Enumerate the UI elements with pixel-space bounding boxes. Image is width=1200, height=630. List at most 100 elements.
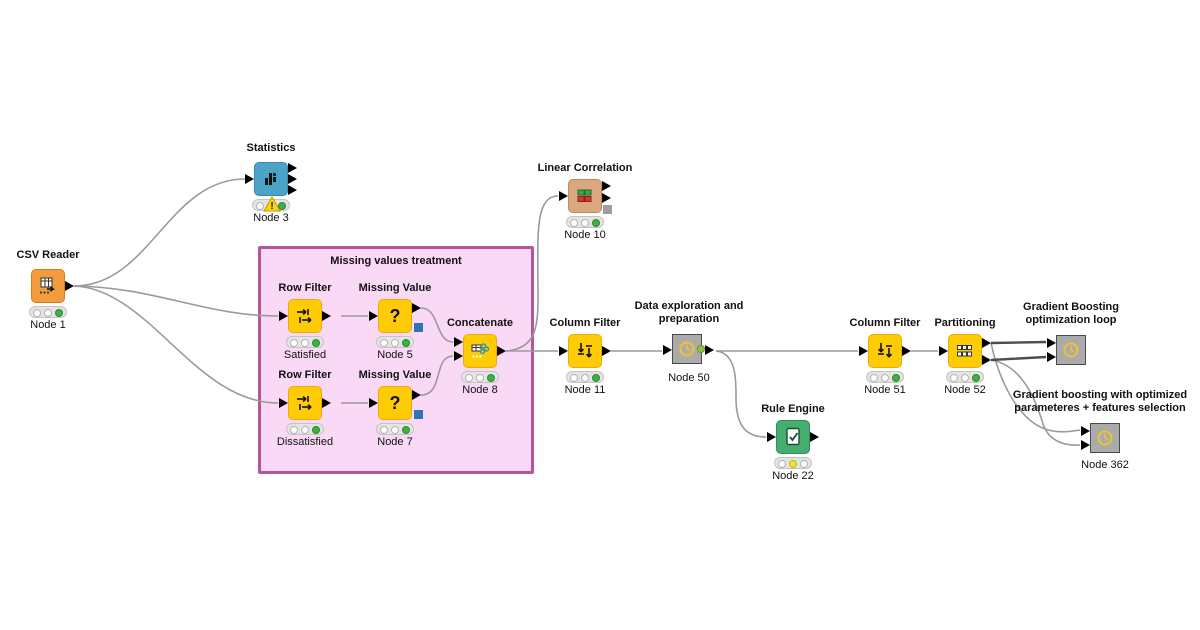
input-port-2[interactable] (454, 351, 463, 361)
node-title: Column Filter (849, 317, 921, 329)
status-lights (946, 371, 984, 383)
partition-table-icon (957, 345, 972, 357)
row-filter-body[interactable] (279, 386, 331, 420)
node-title: Data exploration and preparation (634, 300, 744, 325)
input-port-1[interactable] (1081, 425, 1090, 436)
output-port-3[interactable] (288, 185, 297, 195)
output-port[interactable] (902, 346, 911, 356)
svg-text:!: ! (270, 201, 273, 212)
node-label: Node 7 (377, 436, 413, 448)
metanode-body[interactable] (663, 334, 714, 364)
metanode-body[interactable] (1081, 423, 1120, 453)
node-label: Node 22 (772, 470, 814, 482)
input-port[interactable] (279, 398, 288, 408)
question-mark-icon: ? (389, 306, 401, 326)
status-lights (376, 423, 414, 435)
edge-csv-statistics[interactable] (73, 178, 246, 287)
node-label: Node 11 (564, 384, 606, 396)
output-port[interactable] (602, 346, 611, 356)
edge-part-node362-b[interactable] (990, 359, 1081, 446)
linear-correlation-body[interactable] (559, 179, 612, 214)
output-port[interactable] (322, 311, 331, 321)
input-port-2[interactable] (1047, 352, 1056, 362)
row-filter-body[interactable] (279, 299, 331, 333)
edge-csv-rowfilter2[interactable] (73, 285, 279, 404)
node-label: Node 52 (944, 384, 986, 396)
input-port[interactable] (245, 174, 254, 184)
concatenate-body[interactable] (454, 334, 506, 368)
status-lights (461, 371, 499, 383)
question-mark-icon: ? (389, 393, 401, 413)
node-title: Row Filter (278, 282, 332, 294)
input-port[interactable] (369, 398, 378, 408)
column-filter-icon (877, 343, 893, 358)
metanode-body[interactable] (1047, 335, 1086, 365)
partitioning-body[interactable] (939, 334, 991, 368)
status-lights (566, 216, 604, 228)
input-port-1[interactable] (454, 337, 463, 347)
node-label: Node 10 (564, 229, 606, 241)
output-port-1[interactable] (982, 338, 991, 348)
output-port[interactable] (705, 344, 714, 355)
statistics-body[interactable] (245, 162, 297, 196)
edge-missing5-concat[interactable] (420, 307, 454, 343)
output-port-2[interactable] (288, 174, 297, 184)
node-title: Rule Engine (761, 403, 825, 415)
clock-icon (1097, 430, 1113, 446)
correlation-matrix-icon (577, 189, 592, 202)
column-filter-body[interactable] (859, 334, 911, 368)
output-port[interactable] (810, 432, 819, 442)
node-title: Row Filter (278, 369, 332, 381)
warning-icon: ! (263, 196, 281, 212)
input-port[interactable] (663, 344, 672, 355)
edge-csv-rowfilter1[interactable] (73, 285, 279, 317)
input-port[interactable] (767, 432, 776, 442)
edge-concat-lincorr[interactable] (505, 195, 559, 352)
output-port-1[interactable] (288, 163, 297, 173)
missing-value-body[interactable]: ? (369, 386, 423, 420)
node-title: Linear Correlation (537, 162, 633, 174)
input-port[interactable] (859, 346, 868, 356)
edge-meta50-ruleengine[interactable] (715, 350, 767, 438)
output-port[interactable] (412, 390, 421, 400)
input-port-1[interactable] (1047, 337, 1056, 348)
output-port[interactable] (322, 398, 331, 408)
input-port[interactable] (939, 346, 948, 356)
input-port-2[interactable] (1081, 440, 1090, 450)
edge-part-node362-a[interactable] (990, 342, 1081, 433)
model-port[interactable] (603, 205, 612, 214)
clock-icon (679, 341, 695, 357)
column-filter-body[interactable] (559, 334, 611, 368)
node-label: Node 1 (30, 319, 66, 331)
rule-engine-body[interactable] (767, 420, 819, 454)
column-filter-icon (577, 343, 593, 358)
concatenate-icon (471, 343, 490, 358)
output-port-2[interactable] (982, 355, 991, 365)
node-title: Column Filter (549, 317, 621, 329)
input-port[interactable] (279, 311, 288, 321)
edge-part-gbloop-b[interactable] (990, 355, 1047, 362)
output-port-2[interactable] (602, 193, 611, 203)
csv-table-icon (39, 277, 56, 294)
rule-doc-icon (786, 427, 800, 446)
node-label: Node 3 (253, 212, 289, 224)
input-port[interactable] (369, 311, 378, 321)
edge-part-gbloop-a[interactable] (990, 340, 1047, 345)
output-port[interactable] (65, 281, 74, 291)
pmml-port[interactable] (414, 323, 423, 332)
input-port[interactable] (559, 191, 568, 201)
output-port[interactable] (497, 346, 506, 356)
csv-reader-body[interactable] (31, 269, 74, 303)
node-label: Satisfied (283, 349, 327, 361)
node-label: Dissatisfied (276, 436, 334, 448)
output-port[interactable] (412, 303, 421, 313)
node-title: Gradient Boosting optimization loop (1023, 301, 1119, 326)
pmml-port[interactable] (414, 410, 423, 419)
edge-missing7-concat[interactable] (420, 355, 454, 396)
status-lights (376, 336, 414, 348)
node-label: Node 51 (864, 384, 906, 396)
missing-value-body[interactable]: ? (369, 299, 423, 333)
input-port[interactable] (559, 346, 568, 356)
output-port-1[interactable] (602, 181, 611, 191)
